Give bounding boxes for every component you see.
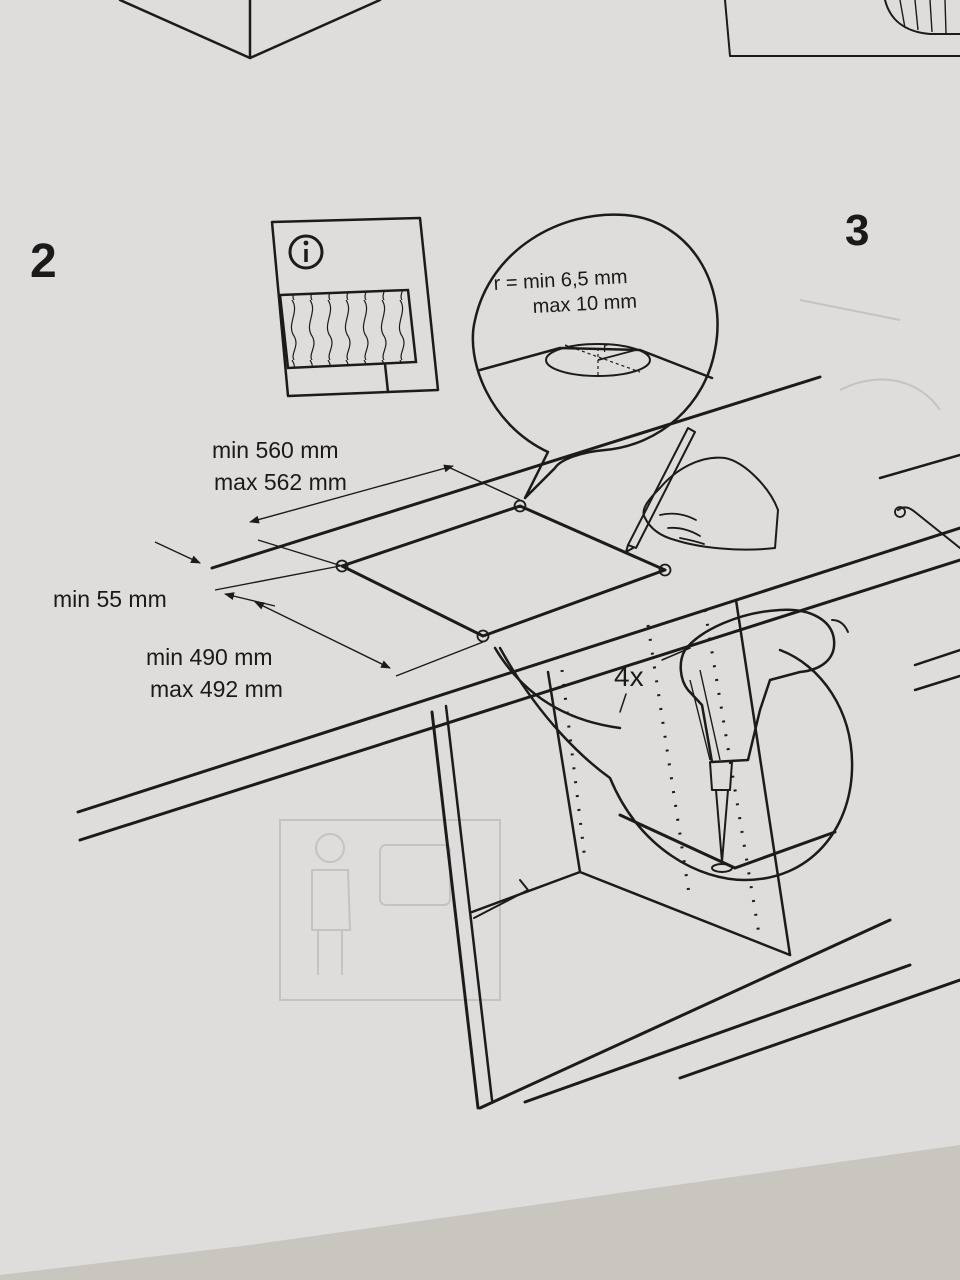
edge-min-label: min 55 mm: [53, 586, 167, 612]
countertop: [76, 375, 960, 842]
drill-callout: [493, 608, 854, 882]
width-max-label: max 562 mm: [214, 469, 347, 495]
corner-hole: [476, 629, 490, 643]
hand-with-pencil-icon: [625, 427, 779, 553]
corner-hole: [658, 563, 672, 577]
info-box: [270, 216, 440, 398]
corner-hole: [513, 499, 527, 513]
radius-r-label: r: [603, 339, 608, 355]
cutout-outline: [335, 499, 672, 643]
radius-max-label: max 10 mm: [532, 291, 637, 318]
step-number-current: 2: [30, 235, 57, 288]
dimension-lines: [154, 464, 521, 677]
width-min-label: min 560 mm: [212, 437, 339, 463]
depth-max-label: max 492 mm: [150, 676, 283, 702]
drill-icon: [679, 608, 836, 764]
step-number-next: 3: [845, 206, 869, 255]
info-circle-icon: [288, 234, 324, 270]
depth-min-label: min 490 mm: [146, 644, 273, 670]
radius-callout: r r = min 6,5 mm max 10 mm: [471, 213, 719, 500]
previous-step-fragment: [118, 0, 960, 60]
info-i-dot: [303, 240, 309, 246]
drill-count-label: 4x: [614, 661, 644, 692]
base-cabinet: [430, 598, 960, 1110]
wood-panel: [278, 288, 418, 370]
